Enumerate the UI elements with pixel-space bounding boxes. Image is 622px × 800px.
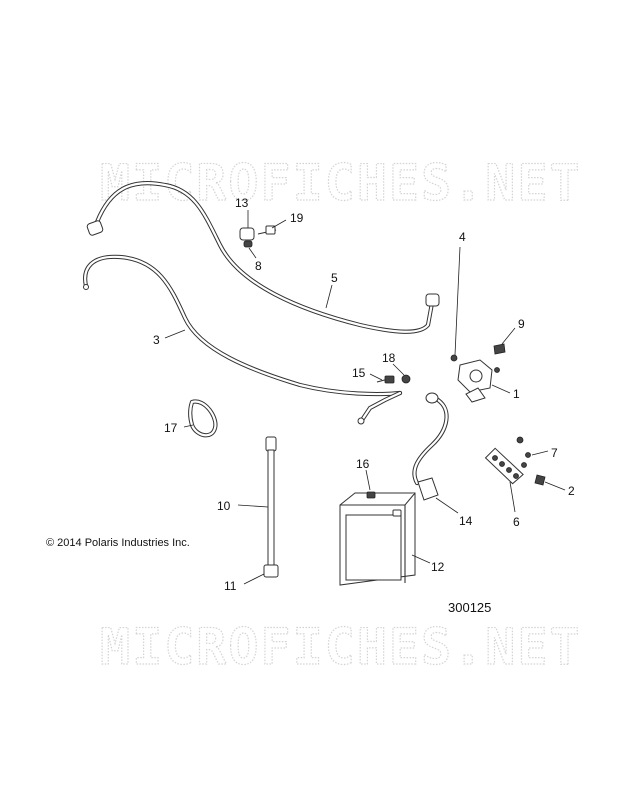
callout-6: 6 xyxy=(513,515,520,529)
part-9-screw-icon xyxy=(493,343,506,355)
callout-13: 13 xyxy=(235,196,249,210)
part-6-terminal-block xyxy=(484,447,524,485)
part-2-screw-icon xyxy=(534,474,546,486)
part-18-nut-icon xyxy=(401,374,411,384)
part-17-strap xyxy=(188,399,218,438)
cable-3 xyxy=(83,254,403,425)
callout-11: 11 xyxy=(224,579,237,593)
cable-5-terminal-right xyxy=(425,293,440,307)
callout-16: 16 xyxy=(356,457,370,471)
part-13-clip xyxy=(239,225,277,248)
callout-15: 15 xyxy=(352,366,366,380)
cable-14-boot-icon xyxy=(417,477,439,501)
cable-3-end-right xyxy=(357,417,365,425)
callout-4: 4 xyxy=(459,230,466,244)
cable-5 xyxy=(86,180,440,334)
copyright-text: © 2014 Polaris Industries Inc. xyxy=(46,537,190,549)
callout-14: 14 xyxy=(459,514,473,528)
callout-19: 19 xyxy=(290,211,304,225)
callout-7: 7 xyxy=(551,446,558,460)
cable-3-end-left xyxy=(83,284,89,290)
part-8-nut-icon xyxy=(243,240,253,248)
cable-5-terminal-left xyxy=(86,220,104,236)
part-15-bolt-icon xyxy=(376,375,395,384)
callout-10: 10 xyxy=(217,499,231,513)
part-12-battery xyxy=(339,491,416,586)
callout-8: 8 xyxy=(255,259,262,273)
figure-id: 300125 xyxy=(448,600,491,615)
part-1-solenoid xyxy=(450,354,500,403)
callout-1: 1 xyxy=(513,387,520,401)
part-11-bracket-icon xyxy=(263,564,279,578)
callout-3: 3 xyxy=(153,333,160,347)
watermark-top: MICROFICHES.NET xyxy=(100,154,582,212)
callout-12: 12 xyxy=(431,560,445,574)
part-16-terminal-icon xyxy=(366,491,376,499)
callout-2: 2 xyxy=(568,484,575,498)
callout-5: 5 xyxy=(331,271,338,285)
callout-17: 17 xyxy=(164,421,178,435)
part-7-nuts xyxy=(516,436,531,468)
part-10-holddown-rod xyxy=(263,436,279,578)
watermark-bottom: MICROFICHES.NET xyxy=(100,618,582,676)
callout-9: 9 xyxy=(518,317,525,331)
cable-14 xyxy=(412,392,449,501)
callout-18: 18 xyxy=(382,351,396,365)
